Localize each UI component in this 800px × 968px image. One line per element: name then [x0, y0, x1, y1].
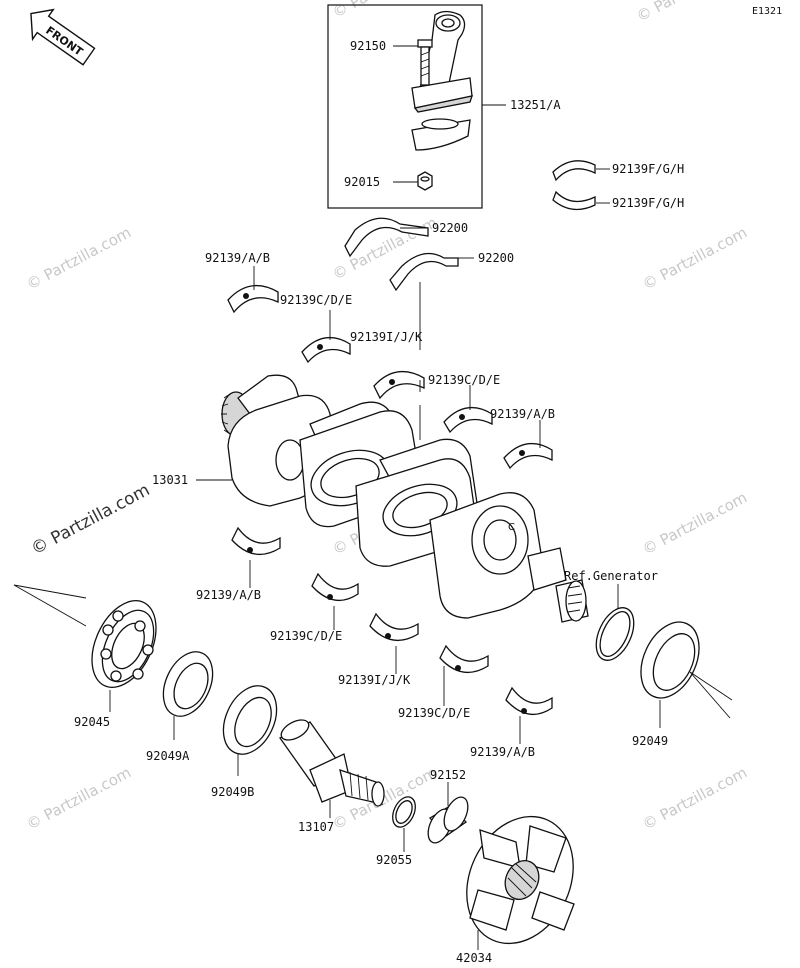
part-label-92200-2[interactable]: 92200 [478, 251, 514, 265]
main-bearing-lower-1 [231, 526, 281, 556]
part-label-92139fgh-1[interactable]: 92139F/G/H [612, 162, 684, 176]
oil-seal-92049b [222, 685, 278, 755]
collar-92152 [427, 796, 469, 844]
part-label-92139cde-bottom-1[interactable]: 92139C/D/E [270, 629, 342, 643]
part-label-92139cde-top-1[interactable]: 92139C/D/E [280, 293, 352, 307]
part-label-92049a[interactable]: 92049A [146, 749, 190, 763]
watermark-text: © Partzilla.com [639, 488, 750, 558]
main-bearing-lower-4 [439, 644, 489, 674]
watermark-text: © Partzilla.com [329, 0, 440, 22]
thrust-washer-2 [389, 252, 459, 292]
part-label-92200-1[interactable]: 92200 [432, 221, 468, 235]
part-label-92045[interactable]: 92045 [74, 715, 110, 729]
main-bearing-upper-4 [443, 406, 493, 434]
main-bearing-lower-3 [369, 612, 419, 642]
figure-code: E1321 [752, 6, 782, 17]
crank-mark-icon: C [508, 522, 515, 533]
part-label-13031[interactable]: 13031 [152, 473, 188, 487]
watermark-text: © Partzilla.com [639, 763, 750, 833]
conrod-bolt [417, 39, 433, 86]
watermark-text: © Partzilla.com [23, 763, 134, 833]
o-ring-generator [595, 607, 635, 661]
main-bearing-lower-2 [311, 572, 359, 602]
part-label-13107[interactable]: 13107 [298, 820, 334, 834]
part-label-92049b[interactable]: 92049B [211, 785, 254, 799]
watermark-text: © Partzilla.com [633, 0, 744, 26]
part-label-92139cde-bottom-2[interactable]: 92139C/D/E [398, 706, 470, 720]
part-label-92139ab-bottom-right[interactable]: 92139/A/B [470, 745, 535, 759]
main-bearing-upper-5 [503, 442, 553, 470]
ref-generator-note[interactable]: Ref.Generator [564, 569, 658, 583]
part-label-92150[interactable]: 92150 [350, 39, 386, 53]
conrod-nut [417, 171, 433, 191]
coupling-42034 [466, 815, 575, 945]
part-label-13251-a[interactable]: 13251/A [510, 98, 561, 112]
main-bearing-upper-1 [227, 284, 279, 314]
oil-seal-92049 [640, 621, 700, 699]
part-label-42034[interactable]: 42034 [456, 951, 492, 965]
part-label-92139ab-top-right[interactable]: 92139/A/B [490, 407, 555, 421]
crankshaft: C [221, 374, 589, 623]
part-label-92152[interactable]: 92152 [430, 768, 466, 782]
o-ring-92055 [392, 796, 416, 828]
connecting-rod [411, 10, 473, 151]
main-bearing-lower-5 [505, 686, 553, 716]
watermark-text: © Partzilla.com [639, 223, 750, 293]
drive-shaft [279, 719, 385, 807]
part-label-92015[interactable]: 92015 [344, 175, 380, 189]
part-label-92139cde-top-2[interactable]: 92139C/D/E [428, 373, 500, 387]
oil-seal-92049a [162, 651, 214, 717]
watermark-text: © Partzilla.com [23, 223, 134, 293]
main-bearing-upper-2 [301, 336, 351, 364]
part-label-92139ab-bottom-left[interactable]: 92139/A/B [196, 588, 261, 602]
front-arrow-icon: FRONT [30, 8, 96, 66]
part-label-92139ab-top-left[interactable]: 92139/A/B [205, 251, 270, 265]
part-label-92049[interactable]: 92049 [632, 734, 668, 748]
part-label-92139ijk-top[interactable]: 92139I/J/K [350, 330, 423, 344]
ball-bearing [91, 600, 157, 688]
watermark-main: © Partzilla.com [28, 480, 153, 559]
part-label-92055[interactable]: 92055 [376, 853, 412, 867]
conrod-bearing-upper [552, 160, 596, 211]
part-label-92139fgh-2[interactable]: 92139F/G/H [612, 196, 684, 210]
conrod-group-box [327, 4, 483, 209]
main-bearing-upper-3 [373, 370, 425, 400]
part-label-92139ijk-bottom[interactable]: 92139I/J/K [338, 673, 411, 687]
